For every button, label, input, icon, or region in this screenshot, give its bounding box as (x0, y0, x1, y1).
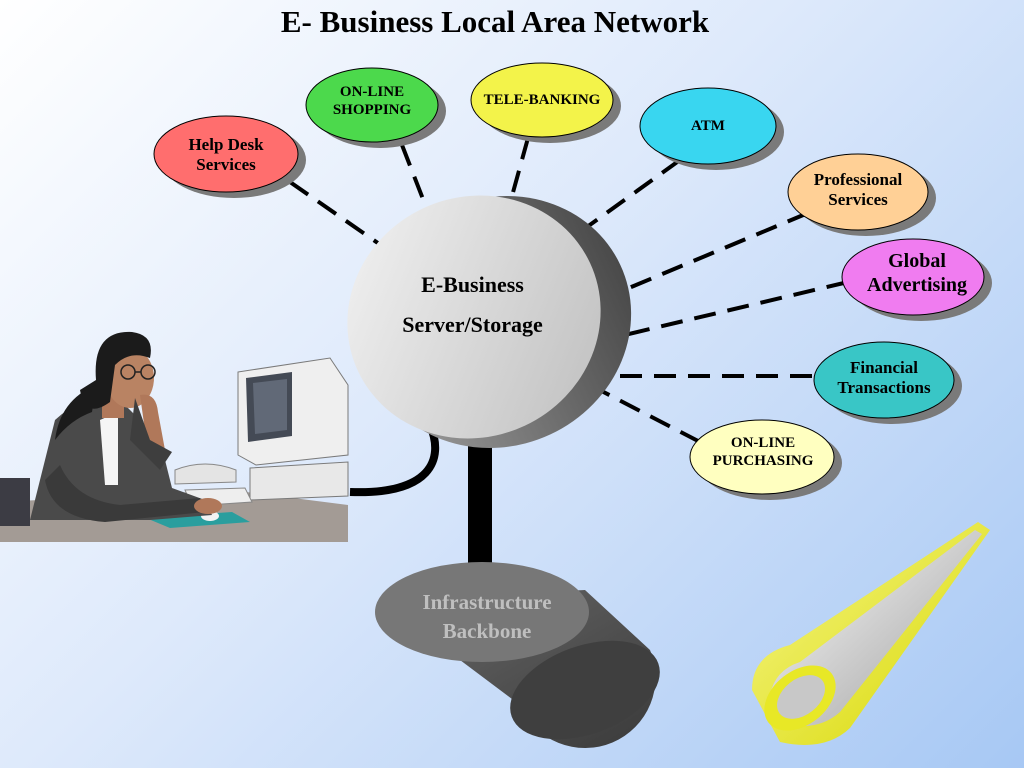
server-label: E-Business Server/Storage (365, 272, 580, 339)
label-online-shopping: ON-LINE SHOPPING (307, 83, 437, 119)
backbone-label-line2: Backbone (442, 619, 532, 644)
bubble-online-purchasing (689, 419, 842, 500)
office-worker-illustration (0, 331, 349, 542)
backbone-label: Infrastructure Backbone (387, 590, 587, 644)
label-help-desk: Help Desk Services (156, 135, 296, 176)
label-help-desk-line2: Services (196, 155, 256, 175)
label-atm-line1: ATM (691, 118, 725, 134)
label-online-purchasing-line2: PURCHASING (712, 453, 814, 469)
bubble-professional-services (787, 153, 936, 236)
label-help-desk-line1: Help Desk (188, 135, 264, 154)
diagram-title: E- Business Local Area Network (280, 4, 710, 39)
label-atm: ATM (655, 117, 761, 135)
label-financial-transactions-line2: Transactions (837, 378, 931, 398)
backbone-pillar (468, 440, 492, 580)
label-global-advertising-line1: Global (888, 250, 946, 272)
service-bubbles (153, 62, 992, 500)
label-professional-services: Professional Services (792, 170, 924, 211)
computer-cable (349, 423, 440, 497)
connector-professional-services (604, 211, 809, 300)
bubble-tele-banking (470, 62, 621, 143)
label-global-advertising-line2: Advertising (867, 274, 967, 296)
label-online-shopping-line1: ON-LINE (339, 84, 405, 100)
connector-online-shopping (400, 144, 430, 213)
label-professional-services-line1: Professional (813, 170, 903, 189)
server-label-line2: Server/Storage (402, 312, 543, 338)
connector-lines (288, 137, 849, 444)
bubble-help-desk (153, 115, 306, 198)
label-tele-banking-line1: TELE-BANKING (483, 92, 601, 108)
server-label-line1: E-Business (421, 272, 524, 297)
server-disk (347, 195, 632, 449)
bubble-atm (639, 87, 784, 170)
connector-atm (578, 158, 682, 234)
fiber-optic-tube (752, 522, 990, 745)
label-professional-services-line2: Services (828, 190, 888, 210)
bubble-financial-transactions (813, 341, 962, 424)
label-global-advertising: Global Advertising (848, 249, 986, 297)
bubble-online-shopping (305, 67, 446, 148)
connector-help-desk (288, 180, 387, 250)
bubble-global-advertising (841, 238, 992, 321)
label-online-purchasing-line1: ON-LINE (730, 435, 796, 451)
backbone-label-line1: Infrastructure (422, 590, 552, 614)
label-online-shopping-line2: SHOPPING (332, 102, 412, 118)
label-financial-transactions-line1: Financial (849, 358, 918, 377)
backbone-cylinder (375, 562, 660, 749)
connector-online-purchasing (589, 383, 701, 444)
label-tele-banking: TELE-BANKING (465, 91, 619, 109)
label-online-purchasing: ON-LINE PURCHASING (692, 434, 834, 470)
connector-global-advertising (611, 280, 849, 340)
label-financial-transactions: Financial Transactions (818, 358, 950, 399)
connector-tele-banking (510, 137, 530, 197)
